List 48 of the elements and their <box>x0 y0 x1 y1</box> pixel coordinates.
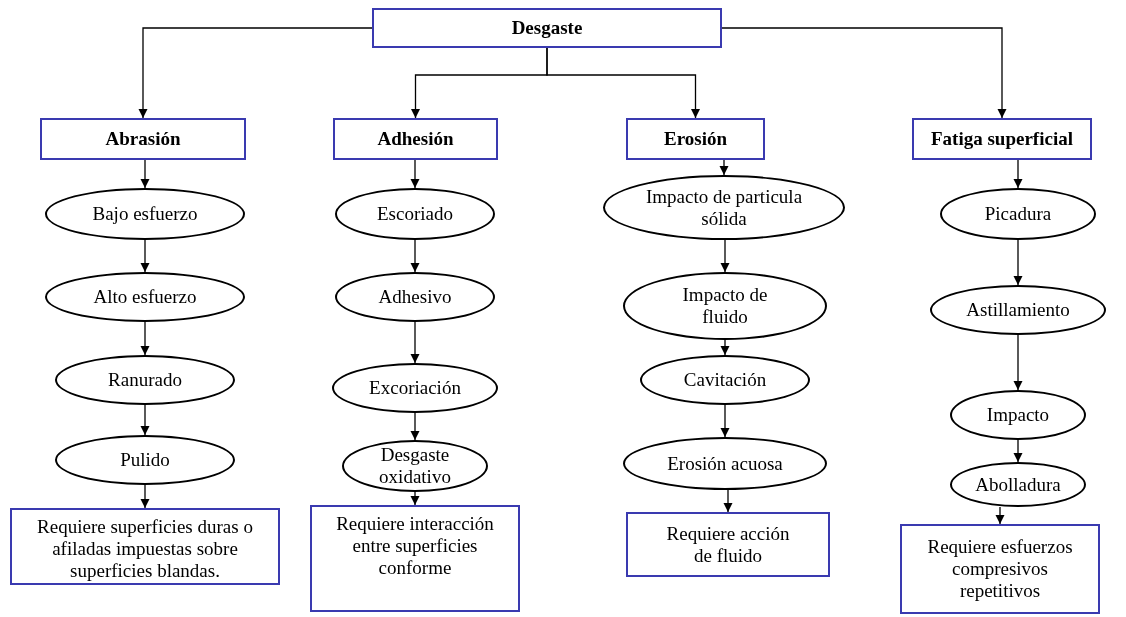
note-box: Requiere esfuerzos compresivos repetitivos <box>900 524 1100 614</box>
arrow <box>1013 239 1023 286</box>
arrow <box>140 404 150 436</box>
arrow <box>1013 439 1023 463</box>
ellipse-node: Astillamiento <box>930 285 1106 335</box>
ellipse-node: Erosión acuosa <box>623 437 827 490</box>
arrow <box>721 27 1007 119</box>
note-box: Requiere acción de fluido <box>626 512 830 577</box>
ellipse-node: Impacto <box>950 390 1086 440</box>
category-box: Erosión <box>626 118 765 160</box>
ellipse-node: Pulido <box>55 435 235 485</box>
ellipse-node: Impacto de fluido <box>623 272 827 340</box>
ellipse-node: Ranurado <box>55 355 235 405</box>
ellipse-node: Bajo esfuerzo <box>45 188 245 240</box>
category-box: Desgaste <box>372 8 722 48</box>
arrow <box>720 239 730 273</box>
category-box: Fatiga superficial <box>912 118 1092 160</box>
ellipse-node: Adhesivo <box>335 272 495 322</box>
arrow <box>410 321 420 364</box>
arrow <box>140 321 150 356</box>
ellipse-node: Cavitación <box>640 355 810 405</box>
arrow <box>140 159 150 189</box>
arrow <box>995 506 1005 525</box>
note-box: Requiere interacción entre superficies conforme <box>310 505 520 612</box>
arrow <box>138 27 373 119</box>
ellipse-node: Alto esfuerzo <box>45 272 245 322</box>
ellipse-node: Desgaste oxidativo <box>342 440 488 492</box>
arrow <box>410 491 420 506</box>
ellipse-node: Escoriado <box>335 188 495 240</box>
arrow <box>719 159 729 176</box>
arrow <box>140 484 150 509</box>
ellipse-node: Abolladura <box>950 462 1086 507</box>
ellipse-node: Excoriación <box>332 363 498 413</box>
arrow <box>720 404 730 438</box>
arrow <box>410 159 420 189</box>
arrow <box>410 239 420 273</box>
arrow <box>720 339 730 356</box>
arrow <box>410 412 420 441</box>
note-box: Requiere superficies duras o afiladas impuestas sobre superficies blandas. <box>10 508 280 585</box>
arrow <box>546 47 701 119</box>
ellipse-node: Impacto de particula sólida <box>603 175 845 240</box>
ellipse-node: Picadura <box>940 188 1096 240</box>
arrow <box>140 239 150 273</box>
arrow <box>723 489 733 513</box>
category-box: Adhesión <box>333 118 498 160</box>
arrow <box>1013 159 1023 189</box>
category-box: Abrasión <box>40 118 246 160</box>
arrow <box>1013 334 1023 391</box>
